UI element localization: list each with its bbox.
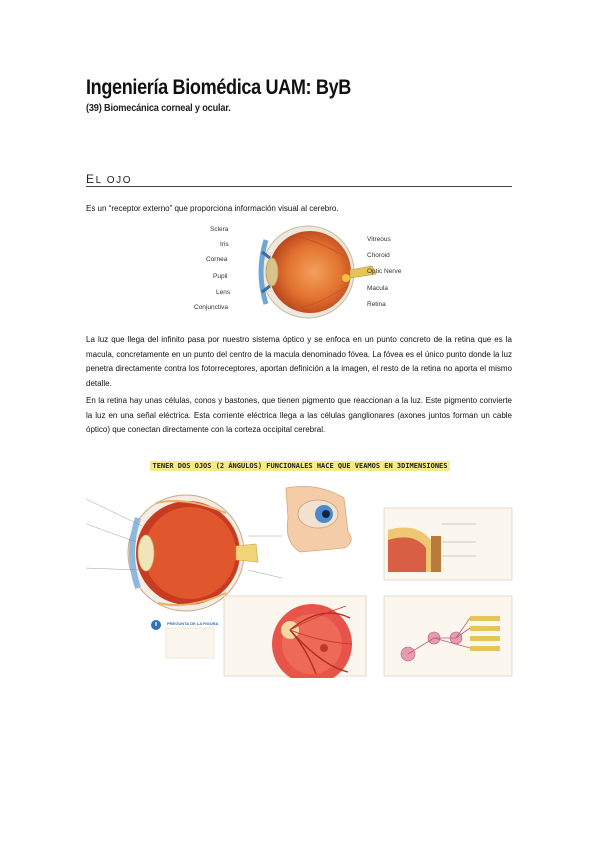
section-heading-initial: E — [86, 172, 96, 186]
label-optic-nerve: Optic Nerve — [367, 268, 402, 275]
page-title: Ingeniería Biomédica UAM: ByB — [86, 76, 352, 99]
section-heading: EL OJO — [86, 172, 132, 186]
intro-text: Es un “receptor externo” que proporciona… — [86, 204, 339, 213]
label-conjunctiva: Conjunctiva — [194, 304, 228, 311]
label-cornea: Cornea — [206, 256, 228, 263]
label-retina: Retina — [367, 301, 386, 308]
label-vitreous: Vitreous — [367, 236, 391, 243]
label-sclera: Sclera — [210, 226, 229, 233]
eye-anatomy-figure — [258, 225, 377, 319]
eye-detail-figure — [86, 485, 513, 678]
figure2-caption-highlight: TENER DOS OJOS (2 ÁNGULOS) FUNCIONALES H… — [150, 461, 450, 471]
label-iris: Iris — [220, 241, 229, 248]
paragraph-retina-cells: En la retina hay unas células, conos y b… — [86, 396, 512, 434]
paragraph-macula: La luz que llega del infinito pasa por n… — [86, 335, 512, 388]
question-label: PREGUNTA DE LA FIGURA — [167, 621, 219, 626]
figure2-caption: TENER DOS OJOS (2 ÁNGULOS) FUNCIONALES H… — [86, 461, 514, 471]
label-macula: Macula — [367, 285, 388, 292]
label-pupil: Pupil — [213, 273, 228, 280]
section-heading-rest: L OJO — [95, 175, 133, 186]
section-divider — [86, 186, 512, 187]
page-subtitle: (39) Biomecánica corneal y ocular. — [86, 103, 231, 114]
label-lens: Lens — [216, 289, 231, 296]
label-choroid: Choroid — [367, 252, 390, 259]
